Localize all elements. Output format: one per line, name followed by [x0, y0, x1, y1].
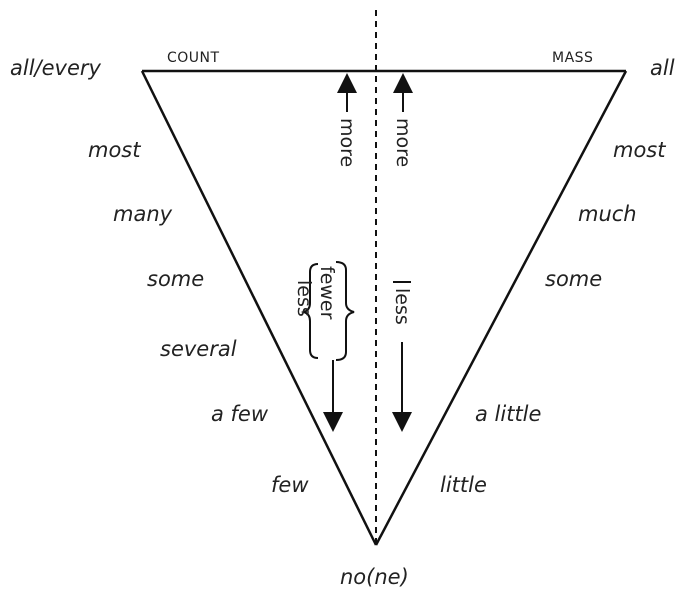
- mass-quantifier: much: [578, 202, 637, 226]
- count-quantifier: several: [160, 337, 237, 361]
- top-right-quantifier: all: [650, 56, 675, 80]
- count-quantifier: a few: [211, 402, 269, 426]
- mass-quantifier: some: [545, 267, 602, 291]
- mass-less-label: less: [391, 288, 413, 325]
- top-left-quantifier: all/every: [10, 56, 102, 80]
- count-brace-left: [300, 263, 319, 359]
- mass-quantifier: most: [613, 138, 666, 162]
- mass-quantifier: little: [440, 473, 487, 497]
- mass-quantifier: a little: [475, 402, 541, 426]
- count-brace-right: [335, 261, 355, 361]
- mass-header: MASS: [552, 50, 593, 66]
- bottom-quantifier: no(ne): [340, 565, 409, 589]
- count-quantifier: most: [88, 138, 141, 162]
- count-header: COUNT: [167, 50, 220, 66]
- triangle-left-edge: [140, 70, 378, 546]
- triangle-right-edge: [374, 70, 628, 546]
- mass-more-label: more: [392, 118, 414, 167]
- count-less-label: less: [293, 280, 315, 317]
- count-fewer-label: fewer: [316, 266, 338, 320]
- count-quantifier: few: [271, 473, 309, 497]
- count-quantifier: many: [113, 202, 173, 226]
- count-quantifier: some: [147, 267, 204, 291]
- count-more-label: more: [336, 118, 358, 167]
